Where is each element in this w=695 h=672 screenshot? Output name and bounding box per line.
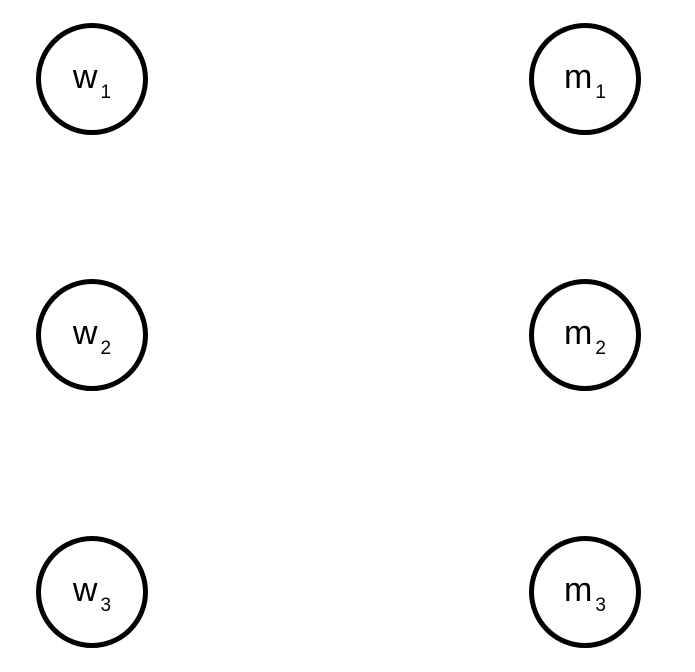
- node-label-subscript: 2: [100, 338, 112, 359]
- node-label-base: w: [72, 58, 98, 96]
- node-label-subscript: 2: [595, 338, 606, 359]
- node-label-subscript: 1: [595, 82, 606, 103]
- node-label-subscript: 3: [595, 595, 606, 616]
- node-label-base: w: [72, 571, 98, 609]
- node-label-base: m: [564, 58, 593, 96]
- node-label-base: m: [564, 571, 593, 609]
- node-label-subscript: 3: [100, 595, 112, 616]
- node-label-subscript: 1: [100, 82, 112, 103]
- node-label-base: w: [72, 314, 98, 352]
- node-label-base: m: [564, 314, 593, 352]
